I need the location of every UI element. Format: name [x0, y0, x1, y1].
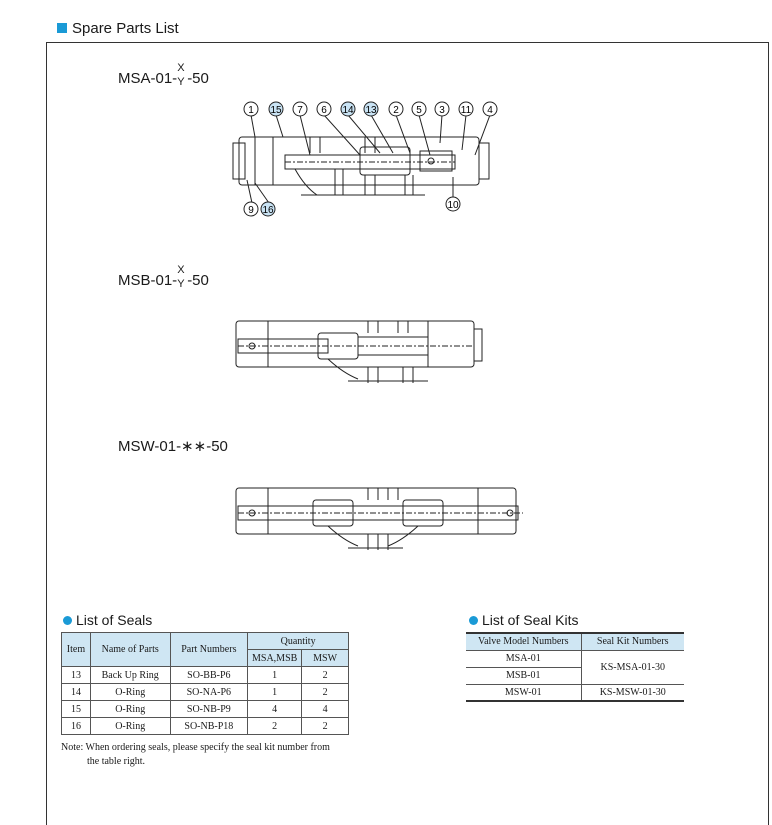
bullet-dot-icon: [469, 616, 478, 625]
callout-6: 6: [316, 101, 332, 117]
header-kit: Seal Kit Numbers: [580, 633, 684, 651]
callout-9: 9: [243, 201, 259, 217]
svg-text:3: 3: [439, 105, 445, 116]
svg-text:2: 2: [393, 105, 399, 116]
header-quantity: Quantity: [247, 632, 349, 650]
header-qty-msw: MSW: [301, 649, 349, 667]
svg-text:9: 9: [248, 205, 254, 216]
callout-7: 7: [292, 101, 308, 117]
callout-2: 2: [388, 101, 404, 117]
svg-text:15: 15: [270, 105, 282, 116]
frame-left: [46, 42, 47, 825]
table-row: MSW-01 KS-MSW-01-30: [466, 684, 684, 702]
header-item: Item: [61, 632, 91, 667]
table-row: MSB-01: [466, 667, 684, 685]
seal-kits-table: Valve Model Numbers Seal Kit Numbers MSA…: [466, 632, 684, 702]
svg-text:1: 1: [248, 105, 254, 116]
frame-right: [768, 42, 769, 825]
svg-text:16: 16: [262, 205, 274, 216]
callout-11: 11: [458, 101, 474, 117]
bullet-dot-icon: [63, 616, 72, 625]
header-model: Valve Model Numbers: [466, 633, 581, 651]
ordering-note: Note: When ordering seals, please specif…: [61, 742, 330, 767]
callout-15: 15: [268, 101, 284, 117]
svg-text:7: 7: [297, 105, 303, 116]
callout-5: 5: [411, 101, 427, 117]
callout-1: 1: [243, 101, 259, 117]
table-row: MSA-01 KS-MSA-01-30: [466, 650, 684, 685]
kits-heading: List of Seal Kits: [469, 612, 579, 628]
section-title: Spare Parts List: [72, 20, 179, 37]
msb-cross-section-diagram: [235, 320, 483, 383]
svg-text:5: 5: [416, 105, 422, 116]
header-name: Name of Parts: [89, 632, 171, 667]
callout-14: 14: [340, 101, 356, 117]
svg-text:6: 6: [321, 105, 327, 116]
msa-cross-section-diagram: 1 15 7 6 14 13 2 5 3 11 4 9 16 10: [232, 101, 498, 217]
svg-text:13: 13: [365, 105, 377, 116]
model-label-msw: MSW-01-∗∗-50: [118, 438, 228, 455]
header-qty-msa-msb: MSA,MSB: [247, 649, 303, 667]
callout-13: 13: [363, 101, 379, 117]
msw-cross-section-diagram: [235, 487, 523, 550]
header-part: Part Numbers: [169, 632, 249, 667]
svg-text:11: 11: [461, 105, 472, 116]
callout-4: 4: [482, 101, 498, 117]
svg-text:14: 14: [342, 105, 354, 116]
frame-top: [46, 42, 769, 43]
callout-16: 16: [260, 201, 276, 217]
seals-table: Item Name of Parts Part Numbers Quantity…: [61, 632, 349, 735]
kit-number-msa-msb: KS-MSA-01-30: [580, 650, 684, 685]
header-square-icon: [57, 23, 67, 33]
svg-text:4: 4: [487, 105, 493, 116]
section-header: Spare Parts List: [57, 20, 179, 37]
svg-text:10: 10: [447, 200, 459, 211]
callout-3: 3: [434, 101, 450, 117]
callout-10: 10: [445, 196, 461, 212]
seals-heading: List of Seals: [63, 612, 152, 628]
